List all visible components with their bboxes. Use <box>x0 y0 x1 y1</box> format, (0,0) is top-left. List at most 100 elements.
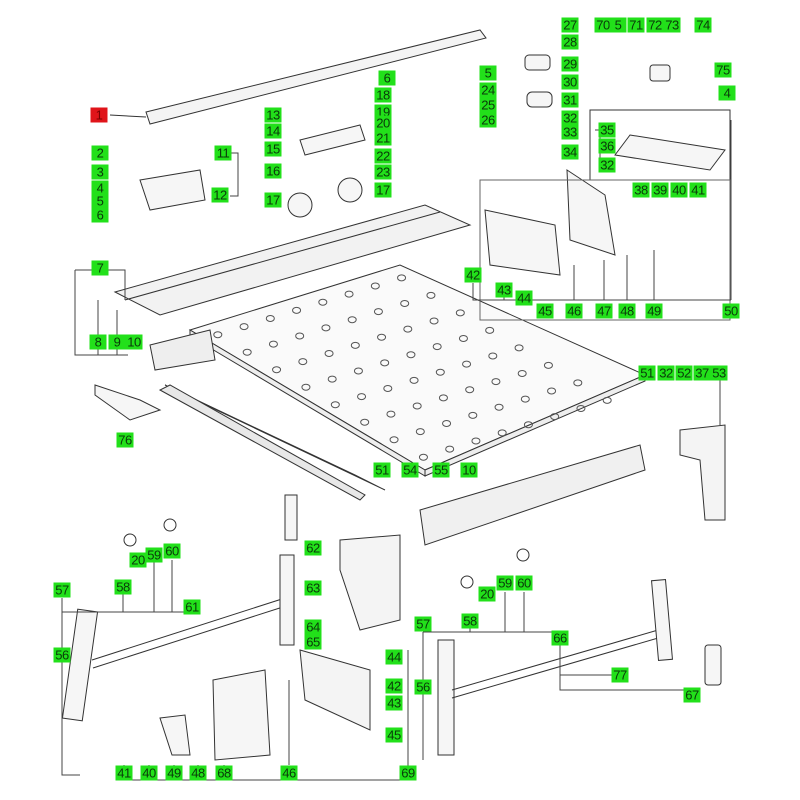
part-callout[interactable]: 49 <box>165 765 183 781</box>
part-callout-selected[interactable]: 1 <box>90 107 108 123</box>
part-callout[interactable]: 47 <box>595 303 613 319</box>
part-callout[interactable]: 53 <box>710 365 728 381</box>
part-callout[interactable]: 32 <box>561 110 579 126</box>
part-callout[interactable]: 60 <box>515 575 533 591</box>
part-callout[interactable]: 56 <box>53 647 71 663</box>
part-callout[interactable]: 59 <box>145 547 163 563</box>
part-callout[interactable]: 22 <box>374 148 392 164</box>
part-callout[interactable]: 9 <box>108 334 126 350</box>
part-callout[interactable]: 40 <box>670 182 688 198</box>
part-callout[interactable]: 42 <box>385 678 403 694</box>
part-callout[interactable]: 21 <box>374 130 392 146</box>
part-callout[interactable]: 70 <box>594 17 612 33</box>
part-callout[interactable]: 11 <box>214 145 232 161</box>
part-callout[interactable]: 65 <box>304 634 322 650</box>
part-callout[interactable]: 6 <box>378 70 396 86</box>
part-callout[interactable]: 10 <box>125 334 143 350</box>
part-callout[interactable]: 54 <box>401 462 419 478</box>
part-callout[interactable]: 46 <box>565 303 583 319</box>
part-callout[interactable]: 40 <box>140 765 158 781</box>
part-callout[interactable]: 73 <box>663 17 681 33</box>
part-callout[interactable]: 13 <box>264 107 282 123</box>
part-callout[interactable]: 74 <box>694 17 712 33</box>
part-callout[interactable]: 31 <box>561 92 579 108</box>
part-callout[interactable]: 75 <box>714 62 732 78</box>
part-callout[interactable]: 48 <box>189 765 207 781</box>
part-callout[interactable]: 46 <box>280 765 298 781</box>
part-callout[interactable]: 42 <box>464 267 482 283</box>
part-callout[interactable]: 20 <box>129 552 147 568</box>
part-callout[interactable]: 59 <box>496 575 514 591</box>
part-callout[interactable]: 27 <box>561 17 579 33</box>
part-callout[interactable]: 2 <box>91 145 109 161</box>
part-callout[interactable]: 5 <box>609 17 627 33</box>
part-callout[interactable]: 34 <box>561 144 579 160</box>
part-callout[interactable]: 58 <box>114 579 132 595</box>
part-callout[interactable]: 4 <box>718 85 736 101</box>
part-callout[interactable]: 20 <box>478 586 496 602</box>
part-callout[interactable]: 32 <box>657 365 675 381</box>
part-callout[interactable]: 30 <box>561 74 579 90</box>
part-callout[interactable]: 57 <box>53 582 71 598</box>
part-callout[interactable]: 18 <box>374 87 392 103</box>
part-callout[interactable]: 72 <box>646 17 664 33</box>
part-callout[interactable]: 10 <box>460 462 478 478</box>
part-callout[interactable]: 17 <box>264 192 282 208</box>
part-callout[interactable]: 5 <box>91 193 109 209</box>
part-callout[interactable]: 12 <box>211 187 229 203</box>
part-callout[interactable]: 66 <box>551 630 569 646</box>
part-callout[interactable]: 49 <box>645 303 663 319</box>
part-callout[interactable]: 39 <box>651 182 669 198</box>
part-callout[interactable]: 48 <box>618 303 636 319</box>
part-callout[interactable]: 51 <box>373 462 391 478</box>
part-callout[interactable]: 8 <box>89 334 107 350</box>
part-callout[interactable]: 16 <box>264 163 282 179</box>
part-callout[interactable]: 14 <box>264 123 282 139</box>
part-callout[interactable]: 36 <box>598 138 616 154</box>
part-callout[interactable]: 29 <box>561 56 579 72</box>
part-callout[interactable]: 57 <box>414 616 432 632</box>
part-callout[interactable]: 56 <box>414 679 432 695</box>
part-callout[interactable]: 44 <box>385 649 403 665</box>
part-callout[interactable]: 71 <box>627 17 645 33</box>
part-callout[interactable]: 23 <box>374 164 392 180</box>
part-callout[interactable]: 64 <box>304 619 322 635</box>
part-callout[interactable]: 26 <box>479 112 497 128</box>
part-callout[interactable]: 68 <box>215 765 233 781</box>
part-callout[interactable]: 77 <box>611 667 629 683</box>
part-callout[interactable]: 52 <box>675 365 693 381</box>
part-callout[interactable]: 41 <box>115 765 133 781</box>
part-callout[interactable]: 62 <box>304 540 322 556</box>
part-callout[interactable]: 45 <box>385 727 403 743</box>
part-callout[interactable]: 58 <box>461 613 479 629</box>
part-callout[interactable]: 15 <box>264 141 282 157</box>
part-callout[interactable]: 38 <box>632 182 650 198</box>
part-callout[interactable]: 60 <box>163 543 181 559</box>
part-callout[interactable]: 61 <box>183 599 201 615</box>
part-callout[interactable]: 67 <box>683 687 701 703</box>
part-callout[interactable]: 32 <box>598 157 616 173</box>
part-callout[interactable]: 28 <box>561 34 579 50</box>
part-callout[interactable]: 43 <box>495 282 513 298</box>
part-callout[interactable]: 51 <box>638 365 656 381</box>
part-callout[interactable]: 35 <box>598 122 616 138</box>
part-callout[interactable]: 43 <box>385 695 403 711</box>
part-callout[interactable]: 5 <box>479 65 497 81</box>
part-callout[interactable]: 33 <box>561 124 579 140</box>
part-callout[interactable]: 4 <box>91 180 109 196</box>
part-callout[interactable]: 17 <box>374 182 392 198</box>
part-callout[interactable]: 7 <box>91 260 109 276</box>
part-callout[interactable]: 6 <box>91 207 109 223</box>
part-callout[interactable]: 24 <box>479 82 497 98</box>
part-callout[interactable]: 69 <box>399 765 417 781</box>
part-callout[interactable]: 37 <box>693 365 711 381</box>
part-callout[interactable]: 20 <box>374 115 392 131</box>
part-callout[interactable]: 25 <box>479 97 497 113</box>
part-callout[interactable]: 3 <box>91 164 109 180</box>
part-callout[interactable]: 55 <box>432 462 450 478</box>
part-callout[interactable]: 76 <box>116 432 134 448</box>
part-callout[interactable]: 50 <box>722 303 740 319</box>
part-callout[interactable]: 41 <box>689 182 707 198</box>
part-callout[interactable]: 63 <box>304 580 322 596</box>
part-callout[interactable]: 45 <box>536 303 554 319</box>
